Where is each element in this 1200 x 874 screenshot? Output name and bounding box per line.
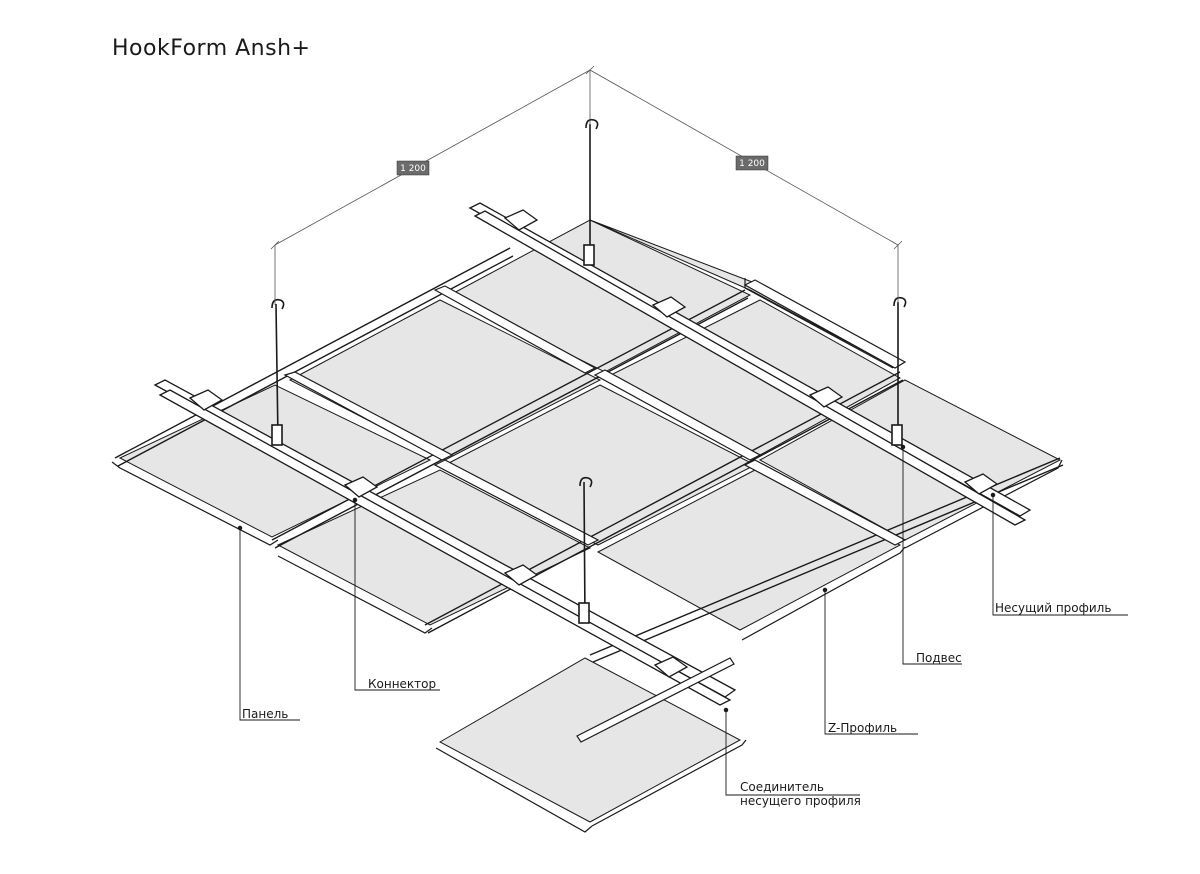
connectors bbox=[188, 209, 999, 678]
dimension-left-value: 1 200 bbox=[400, 164, 426, 174]
panel-loose bbox=[438, 657, 742, 823]
leader-lines bbox=[237, 444, 1128, 796]
label-carrier-connector-line2: несущего профиля bbox=[740, 794, 861, 808]
panel bbox=[276, 469, 592, 626]
label-panel: Панель bbox=[242, 707, 288, 721]
connector bbox=[963, 473, 999, 495]
drawing-title: HookForm Ansh+ bbox=[112, 36, 311, 61]
hanger bbox=[891, 296, 907, 446]
label-z-profile: Z-Профиль bbox=[828, 721, 897, 735]
label-connector: Коннектор bbox=[368, 677, 436, 691]
hangers bbox=[271, 118, 907, 624]
hanger bbox=[578, 476, 593, 624]
connector bbox=[808, 386, 844, 408]
dimension-left: 1 200 bbox=[396, 160, 430, 176]
hanger bbox=[583, 118, 599, 266]
hanger bbox=[271, 298, 285, 446]
connector bbox=[343, 476, 379, 498]
cross-ribs bbox=[283, 279, 907, 546]
connector bbox=[188, 389, 224, 411]
connector bbox=[503, 209, 539, 231]
connector bbox=[651, 296, 687, 318]
connector bbox=[503, 564, 539, 586]
label-carrier-profile: Несущий профиль bbox=[995, 601, 1111, 615]
panel bbox=[596, 469, 902, 631]
connector bbox=[653, 656, 689, 678]
dimension-right-value: 1 200 bbox=[739, 159, 765, 169]
panel-edges bbox=[111, 278, 1063, 833]
z-profile-loose bbox=[576, 657, 735, 743]
label-hanger: Подвес bbox=[916, 651, 962, 665]
dimension-right: 1 200 bbox=[735, 155, 769, 171]
label-carrier-connector-line1: Соединитель bbox=[740, 780, 824, 794]
carrier-profiles bbox=[153, 202, 1032, 706]
